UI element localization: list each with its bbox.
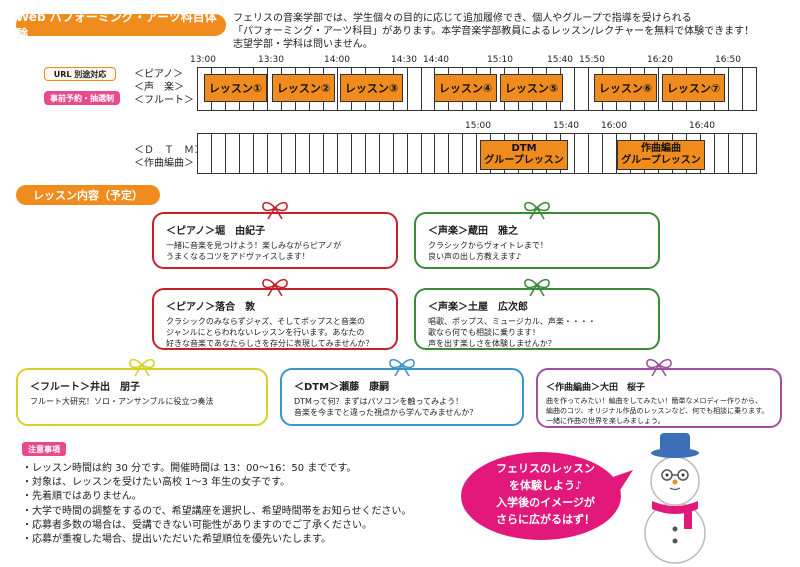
- page-title: Web パフォーミング・アーツ科目体験: [16, 10, 226, 41]
- note-item: レッスン時間は約 30 分です。開催時間は 13：00〜16：50 までです。: [22, 462, 472, 476]
- lesson-desc: DTMって何？まずはパソコンを触ってみよう！ 音楽を今までと違った視点から学んで…: [294, 397, 478, 417]
- note-item: 応募が重複した場合、提出いただいた希望順位を優先いたします。: [22, 533, 472, 547]
- ribbon-icon: [129, 358, 155, 377]
- tick: 13:30: [258, 55, 284, 65]
- tick: 16:20: [647, 55, 673, 65]
- ribbon-icon: [389, 358, 415, 377]
- snowman-icon: [644, 433, 706, 564]
- note-item: 大学で時間の調整をするので、希望講座を選択し、希望時間帯をお知らせください。: [22, 505, 472, 519]
- lesson-desc: クラシックのみならずジャズ、そしてポップスと音楽の ジャンルにとらわれないレッス…: [166, 317, 374, 348]
- teacher-name: ＜声楽＞土屋 広次郎: [428, 302, 528, 313]
- lesson-desc: 一緒に音楽を見つけよう！楽しみながらピアノが うまくなるコツをアドヴァイスします…: [166, 241, 342, 261]
- lesson-slot[interactable]: レッスン②: [272, 74, 335, 102]
- lesson-content-title: レッスン内容（予定）: [16, 185, 160, 205]
- ribbon-icon: [524, 201, 550, 220]
- lesson-slot[interactable]: レッスン④: [434, 74, 497, 102]
- lesson-slot[interactable]: レッスン⑤: [500, 74, 563, 102]
- tick: 15:00: [465, 121, 491, 131]
- notes-list: レッスン時間は約 30 分です。開催時間は 13：00〜16：50 までです。 …: [22, 462, 472, 547]
- bubble-text: フェリスのレッスン を体験しよう♪ 入学後のイメージが さらに広がるはず！: [496, 462, 595, 526]
- schedule2-labels: ＜Ｄ Ｔ Ｍ＞ ＜作曲編曲＞: [134, 145, 204, 169]
- tick: 15:40: [553, 121, 579, 131]
- tick: 15:40: [547, 55, 573, 65]
- url-tag: URL 別途対応: [44, 67, 116, 81]
- lesson-slot[interactable]: レッスン⑥: [594, 74, 657, 102]
- note-item: 先着順ではありません。: [22, 490, 472, 504]
- composition-group-lesson[interactable]: 作曲編曲 グループレッスン: [617, 140, 705, 170]
- card-voice-tsuchiya: ＜声楽＞土屋 広次郎 唱歌、ポップス、ミュージカル、声楽・・・・ 歌なら何でも相…: [414, 288, 660, 350]
- intro-text: フェリスの音楽学部では、学生個々の目的に応じて追加履修でき、個人やグループで指導…: [233, 13, 755, 50]
- card-dtm-setou: ＜DTM＞瀬藤 康嗣 DTMって何？まずはパソコンを触ってみよう！ 音楽を今まで…: [280, 368, 524, 426]
- tick: 16:50: [715, 55, 741, 65]
- ribbon-icon: [646, 358, 672, 377]
- card-piano-ochiai: ＜ピアノ＞落合 敦 クラシックのみならずジャズ、そしてポップスと音楽の ジャンル…: [152, 288, 398, 350]
- lesson-slot[interactable]: レッスン①: [204, 74, 267, 102]
- schedule1-labels: ＜ピアノ＞ ＜声 楽＞ ＜フルート＞: [134, 69, 194, 106]
- card-flute-ide: ＜フルート＞井出 朋子 フルート大研究！ソロ・アンサンブルに役立つ奏法: [16, 368, 268, 426]
- tick: 15:50: [579, 55, 605, 65]
- card-voice-kurata: ＜声楽＞蔵田 雅之 クラシックからヴォイトレまで！ 良い声の出し方教えます♪: [414, 212, 660, 269]
- teacher-name: ＜ピアノ＞堀 由紀子: [166, 226, 266, 237]
- tick: 16:00: [601, 121, 627, 131]
- ribbon-icon: [524, 278, 550, 297]
- teacher-name: ＜作曲編曲＞大田 桜子: [546, 383, 646, 393]
- lesson-desc: 曲を作ってみたい！編曲をしてみたい！簡単なメロディー作りから、 編曲のコツ、オリ…: [546, 397, 769, 425]
- dtm-group-lesson[interactable]: DTM グループレッスン: [480, 140, 568, 170]
- tick: 14:30: [391, 55, 417, 65]
- lesson-desc: クラシックからヴォイトレまで！ 良い声の出し方教えます♪: [428, 241, 548, 261]
- ribbon-icon: [262, 278, 288, 297]
- tick: 14:40: [423, 55, 449, 65]
- lesson-slot[interactable]: レッスン③: [340, 74, 403, 102]
- teacher-name: ＜フルート＞井出 朋子: [30, 382, 140, 393]
- tick: 14:00: [324, 55, 350, 65]
- notes-tag: 注意事項: [22, 442, 66, 456]
- teacher-name: ＜声楽＞蔵田 雅之: [428, 226, 518, 237]
- reservation-tag: 事前予約・抽選制: [44, 91, 120, 105]
- tick: 13:00: [190, 55, 216, 65]
- note-item: 対象は、レッスンを受けたい高校 1〜3 年生の女子です。: [22, 476, 472, 490]
- note-item: 応募者多数の場合は、受講できない可能性がありますのでご了承ください。: [22, 519, 472, 533]
- card-piano-hori: ＜ピアノ＞堀 由紀子 一緒に音楽を見つけよう！楽しみながらピアノが うまくなるコ…: [152, 212, 398, 269]
- lesson-desc: 唱歌、ポップス、ミュージカル、声楽・・・・ 歌なら何でも相談に乗ります！ 声を出…: [428, 317, 596, 348]
- tick: 15:10: [487, 55, 513, 65]
- lesson-desc: フルート大研究！ソロ・アンサンブルに役立つ奏法: [30, 397, 214, 406]
- speech-bubble-icon: [461, 452, 633, 540]
- lesson-slot[interactable]: レッスン⑦: [662, 74, 725, 102]
- ribbon-icon: [262, 201, 288, 220]
- card-composition-ota: ＜作曲編曲＞大田 桜子 曲を作ってみたい！編曲をしてみたい！簡単なメロディー作り…: [536, 368, 782, 428]
- tick: 16:40: [689, 121, 715, 131]
- teacher-name: ＜DTM＞瀬藤 康嗣: [294, 382, 390, 393]
- teacher-name: ＜ピアノ＞落合 敦: [166, 302, 256, 313]
